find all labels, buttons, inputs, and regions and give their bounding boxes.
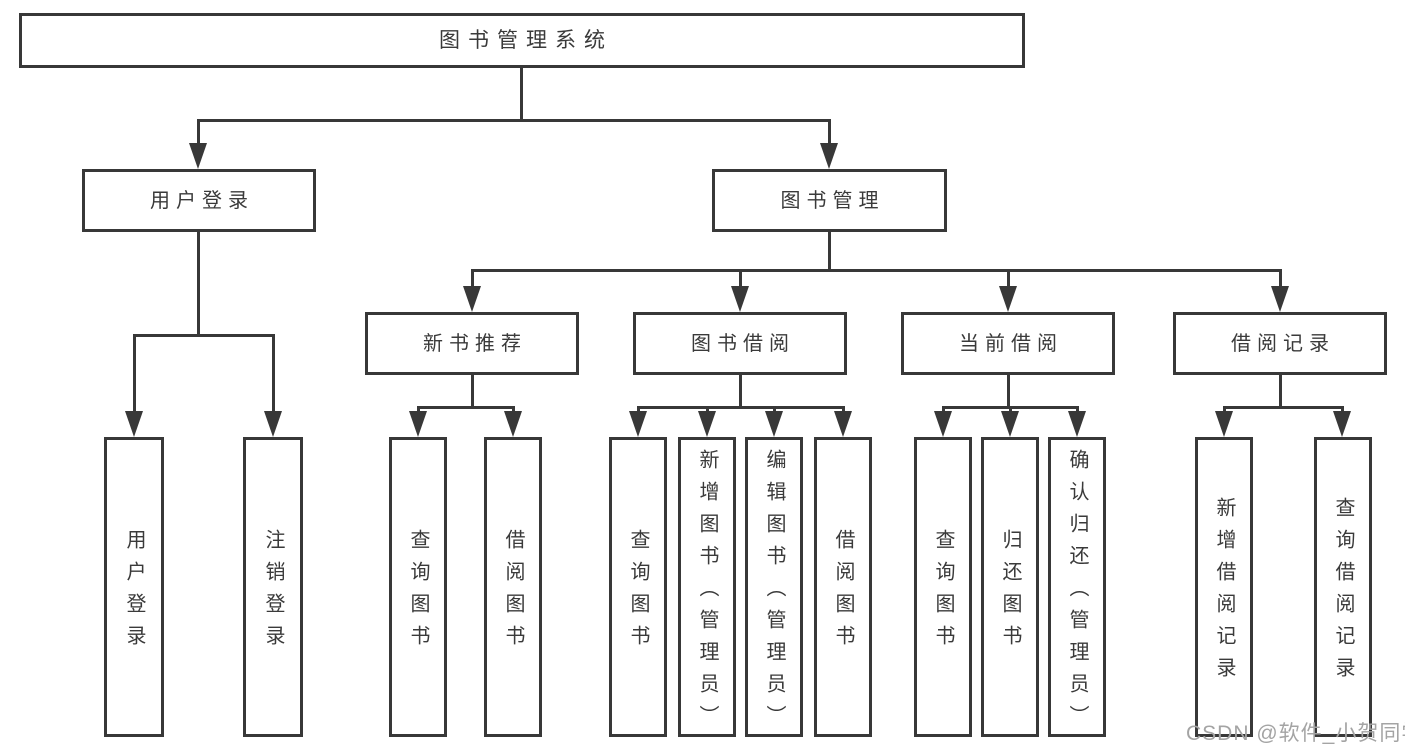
connector-line — [1341, 406, 1344, 414]
leaf-br-query-record: 查询借阅记录 — [1314, 437, 1372, 737]
leaf-label: 归还图书 — [999, 529, 1021, 657]
connector-line — [1009, 406, 1012, 414]
connector-line — [739, 373, 742, 409]
leaf-label: 查询图书 — [932, 529, 954, 657]
leaf-nb-borrow-books: 借阅图书 — [484, 437, 542, 737]
connector-line — [842, 406, 845, 414]
connector-line — [471, 373, 474, 409]
arrowhead — [698, 411, 716, 437]
connector-line — [773, 406, 776, 414]
connector-line — [1007, 373, 1010, 409]
connector-line — [197, 230, 200, 337]
connector-line — [471, 269, 1282, 272]
leaf-logout: 注销登录 — [243, 437, 303, 737]
leaf-label: 借阅图书 — [832, 529, 854, 657]
leaf-bb-borrow-books: 借阅图书 — [814, 437, 872, 737]
arrowhead — [820, 143, 838, 169]
node-book-management: 图书管理 — [712, 169, 947, 232]
node-label: 借阅记录 — [1231, 332, 1335, 355]
leaf-label: 借阅图书 — [502, 529, 524, 657]
arrowhead — [834, 411, 852, 437]
node-book-borrow: 图书借阅 — [633, 312, 847, 375]
node-root: 图书管理系统 — [19, 13, 1025, 68]
arrowhead — [999, 286, 1017, 312]
arrowhead — [463, 286, 481, 312]
arrowhead — [1068, 411, 1086, 437]
csdn-watermark: CSDN @软件_小贺同学 — [1186, 722, 1405, 745]
leaf-br-add-record: 新增借阅记录 — [1195, 437, 1253, 737]
arrowhead — [765, 411, 783, 437]
leaf-label: 注销登录 — [262, 529, 284, 657]
connector-line — [637, 406, 845, 409]
arrowhead — [1215, 411, 1233, 437]
node-user-login: 用户登录 — [82, 169, 316, 232]
arrowhead — [504, 411, 522, 437]
leaf-label: 确认归还（管理员） — [1066, 449, 1088, 737]
arrowhead — [189, 143, 207, 169]
node-label: 当前借阅 — [959, 332, 1063, 355]
connector-line — [417, 406, 515, 409]
connector-line — [520, 66, 523, 121]
leaf-cb-return-books: 归还图书 — [981, 437, 1039, 737]
leaf-label: 查询借阅记录 — [1332, 497, 1354, 689]
leaf-label: 查询图书 — [627, 529, 649, 657]
leaf-label: 查询图书 — [407, 529, 429, 657]
leaf-label: 用户登录 — [123, 529, 145, 657]
leaf-user-login: 用户登录 — [104, 437, 164, 737]
node-label: 图书管理 — [780, 189, 885, 212]
leaf-bb-edit-books-admin: 编辑图书（管理员） — [745, 437, 803, 737]
arrowhead — [629, 411, 647, 437]
node-borrow-records: 借阅记录 — [1173, 312, 1387, 375]
connector-line — [1223, 406, 1226, 414]
arrowhead — [1333, 411, 1351, 437]
connector-line — [828, 230, 831, 272]
connector-line — [197, 119, 831, 122]
arrowhead — [934, 411, 952, 437]
node-label: 用户登录 — [150, 189, 254, 212]
node-new-book-recommend: 新书推荐 — [365, 312, 579, 375]
connector-line — [1279, 373, 1282, 409]
arrowhead — [409, 411, 427, 437]
node-label: 图书借阅 — [691, 332, 795, 355]
connector-line — [512, 406, 515, 414]
connector-line — [828, 119, 831, 146]
connector-line — [1223, 406, 1344, 409]
leaf-cb-confirm-return-admin: 确认归还（管理员） — [1048, 437, 1106, 737]
connector-line — [272, 334, 275, 414]
node-label: 新书推荐 — [423, 332, 527, 355]
connector-line — [133, 334, 275, 337]
arrowhead — [731, 286, 749, 312]
leaf-bb-add-books-admin: 新增图书（管理员） — [678, 437, 736, 737]
arrowhead — [1001, 411, 1019, 437]
leaf-bb-query-books: 查询图书 — [609, 437, 667, 737]
connector-line — [739, 269, 742, 289]
arrowhead — [1271, 286, 1289, 312]
connector-line — [706, 406, 709, 414]
connector-line — [1279, 269, 1282, 289]
connector-line — [471, 269, 474, 289]
leaf-label: 编辑图书（管理员） — [763, 449, 785, 737]
connector-line — [417, 406, 420, 414]
connector-line — [942, 406, 945, 414]
leaf-label: 新增借阅记录 — [1213, 497, 1235, 689]
arrowhead — [264, 411, 282, 437]
node-current-borrow: 当前借阅 — [901, 312, 1115, 375]
connector-line — [133, 334, 136, 414]
leaf-label: 新增图书（管理员） — [696, 449, 718, 737]
connector-line — [1007, 269, 1010, 289]
node-root-label: 图书管理系统 — [439, 29, 613, 52]
leaf-cb-query-books: 查询图书 — [914, 437, 972, 737]
connector-line — [1076, 406, 1079, 414]
arrowhead — [125, 411, 143, 437]
connector-line — [637, 406, 640, 414]
leaf-nb-query-books: 查询图书 — [389, 437, 447, 737]
connector-line — [197, 119, 200, 146]
